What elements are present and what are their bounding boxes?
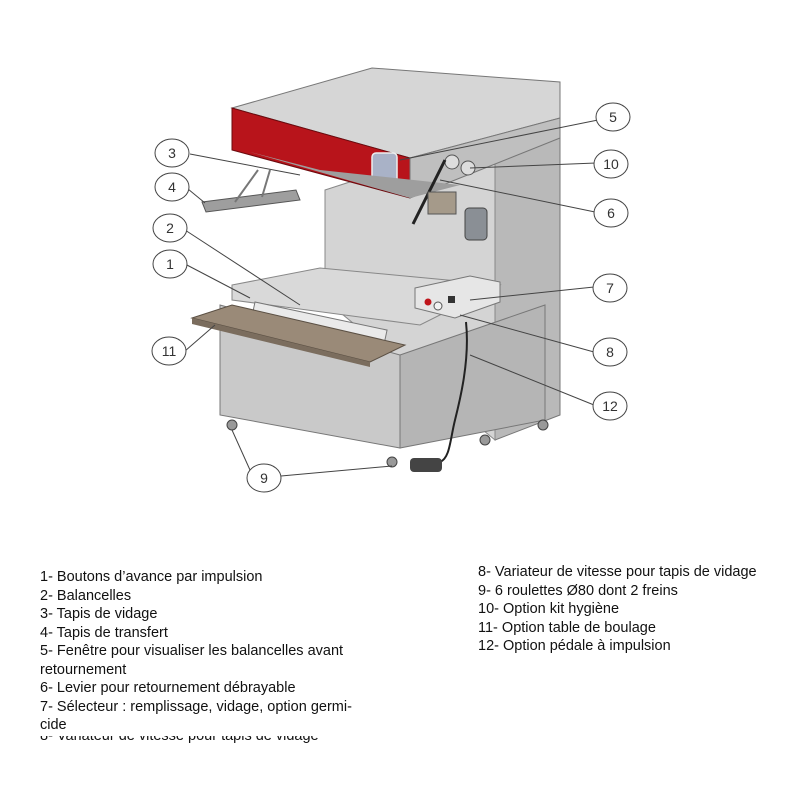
motor [464,207,488,241]
callout-8: 8 [592,337,628,367]
lever-bracket [427,191,457,215]
legend-item-2: 2- Balancelles [40,587,132,604]
svg-text:4: 4 [168,179,176,195]
legend-item-4: 4- Tapis de transfert [40,624,168,641]
caster [537,419,549,431]
svg-text:7: 7 [606,280,614,296]
svg-text:3: 3 [168,145,176,161]
leader-lines [184,119,599,477]
legend-left: 1- Boutons d’avance par impulsion 2- Bal… [40,568,400,735]
svg-text:2: 2 [166,220,174,236]
svg-text:9: 9 [260,470,268,486]
svg-text:5: 5 [609,109,617,125]
legend-item-10: 10- Option kit hygiène [478,601,620,617]
legend-item-3: 3- Tapis de vidage [40,606,158,622]
legend-item-8-cut: 8- Variateur de vitesse pour tapis de vi… [40,736,319,744]
legend-item-12: 12- Option pédale à impulsion [478,638,671,654]
transfer-conveyor [201,189,301,213]
callout-5: 5 [595,102,631,132]
callout-6: 6 [593,198,629,228]
svg-text:12: 12 [602,398,618,414]
legend-item-5: 5- Fenêtre pour visualiser les balancell… [40,643,344,659]
svg-text:10: 10 [603,156,619,172]
legend-item-5-cont: retournement [40,661,127,678]
svg-text:1: 1 [166,256,174,272]
legend-item-7-cont: cide [40,717,67,733]
legend-item-9: 9- 6 roulettes Ø80 dont 2 freins [478,582,678,599]
callout-7: 7 [592,273,628,303]
machine-diagram: 5 3 10 4 6 2 1 7 11 8 12 9 [151,67,631,493]
callout-3: 3 [154,138,190,168]
legend-item-8: 8- Variateur de vitesse pour tapis de vi… [478,564,757,580]
transfer-arm [261,169,271,198]
svg-text:11: 11 [162,343,177,359]
caster [386,456,398,468]
callout-9: 9 [246,463,282,493]
shaping-table-edge [192,318,370,367]
pedal-cable [439,321,468,463]
legend-item-6: 6- Levier pour retournement débrayable [40,680,296,696]
impulse-button [424,298,432,306]
selector-switch [448,296,455,303]
caster [479,434,491,446]
legend-item-7: 7- Sélecteur : remplissage, vidage, opti… [40,698,352,715]
impulse-pedal [410,458,442,472]
legend-item-11: 11- Option table de boulage [478,619,656,636]
speed-knob [433,301,443,311]
legend-item-1: 1- Boutons d’avance par impulsion [40,569,263,585]
hood-underside [250,152,460,198]
svg-text:6: 6 [607,205,615,221]
caster [226,419,238,431]
callout-12: 12 [592,391,628,421]
legend-cut-line: 8- Variateur de vitesse pour tapis de vi… [40,736,360,745]
callout-11: 11 [151,336,187,366]
callout-10: 10 [593,149,629,179]
transfer-arm [234,169,259,203]
hygiene-knob [444,154,460,170]
callout-4: 4 [154,172,190,202]
svg-text:8: 8 [606,344,614,360]
legend-right: 8- Variateur de vitesse pour tapis de vi… [478,563,788,656]
callout-1: 1 [152,249,188,279]
callout-2: 2 [152,213,188,243]
